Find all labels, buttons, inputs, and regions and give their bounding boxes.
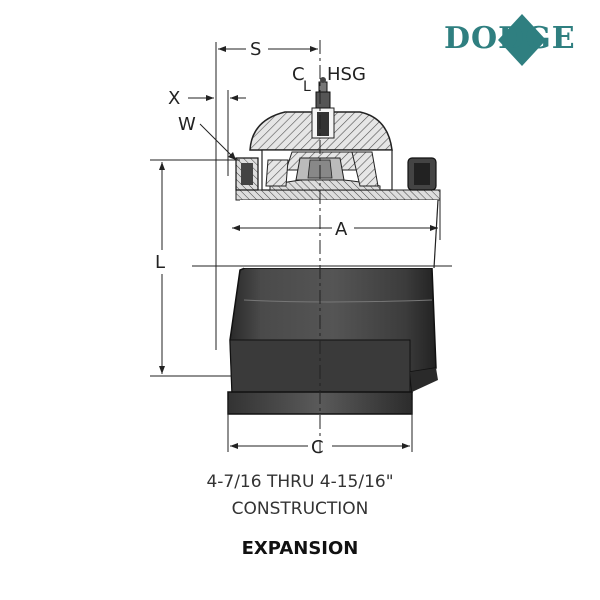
right-bolt <box>407 157 437 191</box>
dimension-x-label: X <box>168 88 180 109</box>
centerline-symbol-sub: L <box>303 79 311 95</box>
centerline-hsg-label: C L HSG <box>292 64 366 95</box>
housing-shoulder <box>235 189 441 269</box>
dimension-c: C <box>230 437 410 458</box>
bearing-insert <box>261 149 393 191</box>
dimension-l-label: L <box>155 252 165 273</box>
dimension-c-label: C <box>311 437 324 458</box>
dimension-a: A <box>232 219 438 240</box>
dimension-s-label: S <box>250 39 261 60</box>
dimension-l: L <box>155 162 165 374</box>
centerline-symbol: C <box>292 64 305 85</box>
dimension-a-label: A <box>335 219 348 240</box>
dimension-s: S <box>218 39 318 60</box>
bearing-cap <box>249 107 393 151</box>
dodge-logo: DODGE <box>444 14 576 66</box>
logo-text: DODGE <box>444 21 576 56</box>
bearing-type-label: EXPANSION <box>241 538 359 559</box>
dimension-w: W <box>178 114 237 161</box>
housing-body <box>227 267 438 415</box>
construction-range-text: 4-7/16 THRU 4-15/16" <box>206 472 394 492</box>
dimension-w-label: W <box>178 114 196 135</box>
construction-label: CONSTRUCTION <box>231 499 369 519</box>
dimension-x: X <box>168 88 246 109</box>
hsg-label: HSG <box>327 64 366 85</box>
left-bolt <box>235 157 259 191</box>
logo-diamond-shape <box>498 14 546 66</box>
